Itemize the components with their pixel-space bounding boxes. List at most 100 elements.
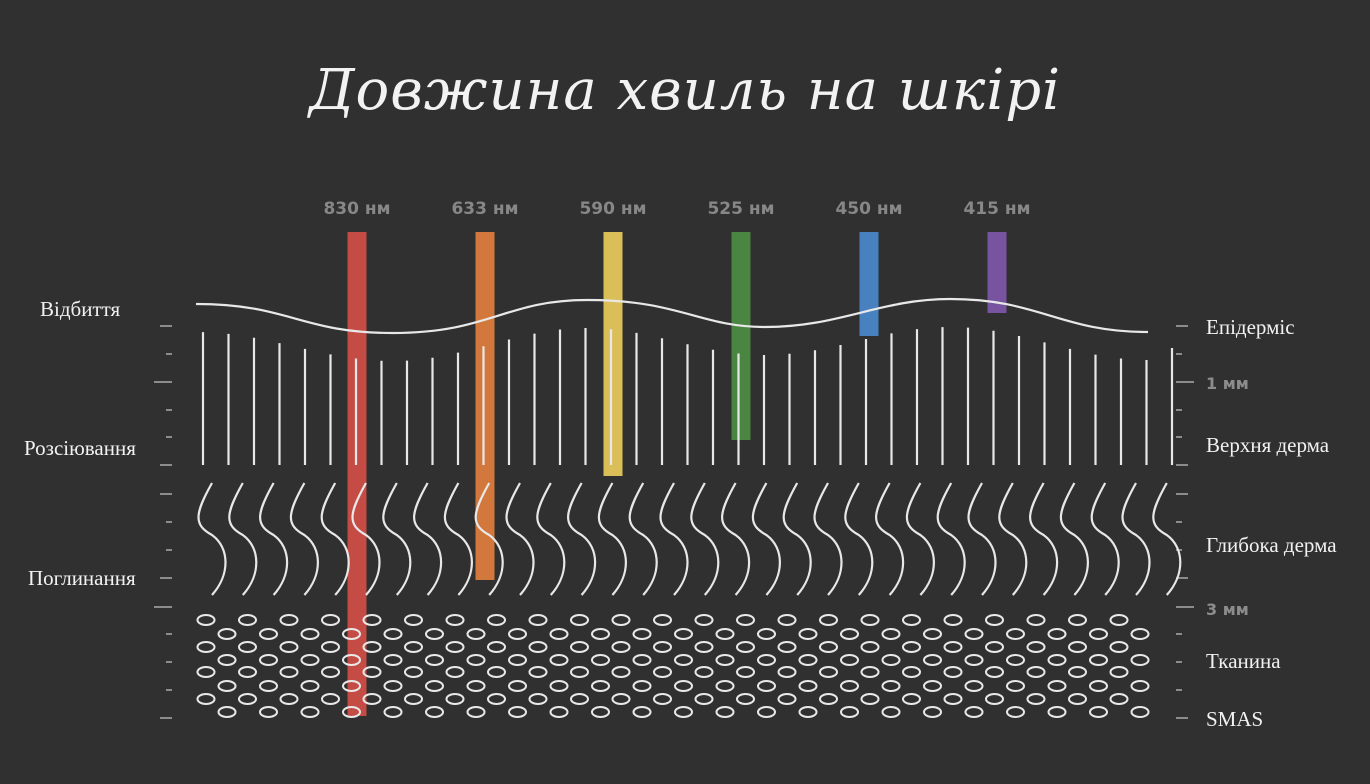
tissue-cell [1068,614,1087,626]
tissue-cell [923,680,942,692]
tissue-cell [508,706,527,718]
tissue-cell [964,654,984,666]
collagen-fiber [628,482,658,596]
tissue-cell [674,706,693,718]
tissue-cell [300,628,320,640]
tissue-cell [1089,680,1108,692]
tissue-cell [342,680,361,692]
tissue-cell [238,641,257,653]
tissue-cell [881,706,901,718]
tissue-cell [902,693,921,705]
collagen-fiber [967,482,997,596]
wavelength-bar [859,232,879,336]
tissue-cell [404,693,423,705]
tissue-cell [549,654,569,666]
tissue-cell [1130,680,1150,692]
tissue-cell [1089,628,1108,640]
tissue-cell [259,654,278,666]
tissue-cell [653,693,672,705]
tissue-cell [1068,693,1087,705]
tissue-cell [196,666,216,678]
wavelength-label: 415 нм [963,199,1030,219]
tissue-cell [591,628,610,640]
tissue-cell [445,614,465,626]
tissue-cell [238,693,257,705]
tissue-cell [445,693,465,705]
collagen-fiber [1121,482,1151,596]
tissue-cell [653,641,672,653]
wavelength-label: 590 нм [579,199,646,219]
tissue-cell [342,706,361,718]
tissue-cell [840,628,859,640]
tissue-cell [860,693,880,705]
tissue-cell [466,628,486,640]
tissue-cell [1130,654,1150,666]
tissue-cell [508,654,527,666]
collagen-fiber [905,482,935,596]
tissue-cell [445,641,465,653]
label-smas: SMAS [1206,707,1263,731]
wavelength-label: 633 нм [451,199,518,219]
tissue-cell [777,666,797,678]
tissue-cell [300,680,320,692]
tissue-cell [321,693,340,705]
tissue-cell [238,614,257,626]
collagen-fiber [1029,482,1059,596]
tissue-cell [466,654,486,666]
tissue-cell [1130,628,1150,640]
tissue-cell [217,628,237,640]
tissue-cell [362,614,382,626]
tissue-cell [777,641,797,653]
tissue-cell [342,628,361,640]
collagen-fiber [659,482,689,596]
tissue-cell [964,706,984,718]
tissue-cell [1047,706,1067,718]
tissue-cell [217,680,237,692]
tissue-cell [238,666,257,678]
tissue-cell [217,654,237,666]
collagen-fiber [320,482,350,596]
wavelength-bar [987,232,1007,313]
tissue-cell [694,614,714,626]
tissue-cell [528,666,548,678]
tissue-cell [487,641,506,653]
tissue-cell [694,666,714,678]
tissue-cell [1026,641,1046,653]
tissue-cell [279,693,299,705]
collagen-fiber [1090,482,1120,596]
tissue-cell [1068,641,1087,653]
wavelength-bar [731,232,751,440]
tissue-cell [1006,706,1025,718]
label-depth-3mm: 3 мм [1206,600,1249,619]
tissue-cell [1026,666,1046,678]
tissue-cell [715,654,735,666]
wavelength-label: 450 нм [835,199,902,219]
collagen-fiber [690,482,720,596]
tissue-cell [736,666,755,678]
label-reflection: Відбиття [40,297,121,321]
tissue-cell [570,614,589,626]
tissue-cell [196,693,216,705]
tissue-cell [985,614,1004,626]
tissue-cell [840,654,859,666]
tissue-cell [819,666,838,678]
tissue-cell [902,666,921,678]
tissue-cell [1109,614,1129,626]
tissue-cell [279,614,299,626]
label-epidermis: Епідерміс [1206,315,1295,339]
collagen-fiber [413,482,443,596]
tissue-cell [1006,680,1025,692]
tissue-cell [404,641,423,653]
tissue-cell [964,680,984,692]
tissue-cell [404,666,423,678]
tissue-cell [840,680,859,692]
tissue-cell [259,628,278,640]
collagen-fiber [936,482,966,596]
tissue-cell [591,654,610,666]
tissue-cell [1047,680,1067,692]
tissue-cell [881,628,901,640]
tissue-cell [611,693,631,705]
tissue-cell [321,641,340,653]
collagen-fiber [844,482,874,596]
